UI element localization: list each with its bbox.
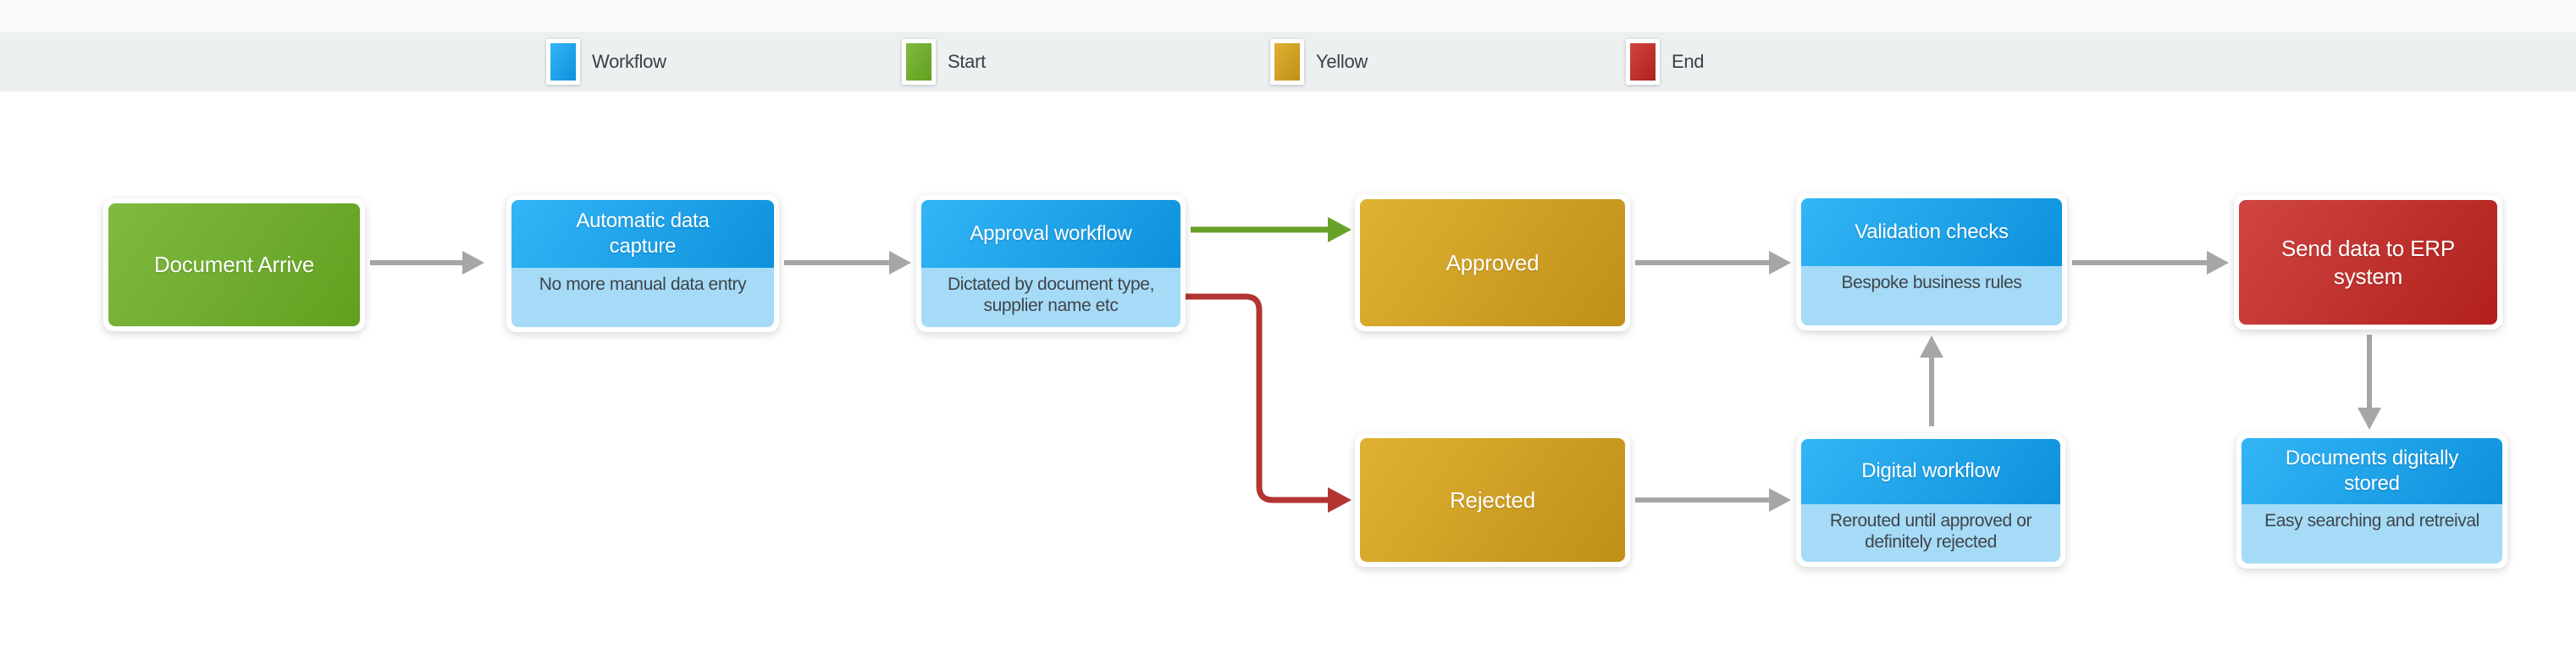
node-title: Documents digitally stored (2285, 447, 2459, 496)
node-documents-digitally-stored: Documents digitally stored Easy searchin… (2236, 433, 2507, 569)
node-body: No more manual data entry (511, 267, 774, 327)
legend-label: Start (948, 51, 986, 72)
end-color-swatch (1626, 39, 1660, 85)
node-rejected: Rejected (1355, 433, 1630, 567)
node-title: Digital workflow (1861, 459, 2000, 483)
flowchart-canvas: Document Arrive Automatic data capture N… (0, 92, 2576, 650)
legend-item-end: End (1626, 32, 1705, 92)
node-header: Approval workflow (921, 200, 1180, 268)
node-title: Automatic data capture (576, 208, 710, 258)
start-color-swatch (902, 39, 936, 85)
node-document-arrive: Document Arrive (103, 198, 365, 331)
node-subtitle: Rerouted until approved or definitely re… (1829, 510, 2032, 553)
legend-label: Yellow (1316, 51, 1368, 72)
node-title: Validation checks (1855, 219, 2009, 243)
legend-item-yellow: Yellow (1270, 32, 1368, 92)
node-title: Approval workflow (970, 221, 1132, 245)
node-header: Automatic data capture (511, 200, 774, 268)
node-subtitle: No more manual data entry (539, 274, 747, 294)
node-header: Documents digitally stored (2242, 438, 2502, 505)
legend-label: Workflow (592, 51, 666, 72)
top-strip (0, 0, 2576, 32)
node-subtitle: Bespoke business rules (1841, 272, 2022, 292)
node-subtitle: Dictated by document type, supplier name… (947, 274, 1155, 315)
node-automatic-data-capture: Automatic data capture No more manual da… (506, 195, 779, 332)
legend-item-start: Start (902, 32, 986, 92)
node-send-data-to-erp: Send data to ERP system (2234, 195, 2502, 330)
legend-item-workflow: Workflow (546, 32, 666, 92)
node-validation-checks: Validation checks Bespoke business rules (1796, 193, 2067, 331)
legend-label: End (1672, 51, 1705, 72)
node-header: Digital workflow (1801, 439, 2060, 504)
node-title: Approved (1446, 249, 1540, 275)
node-body: Bespoke business rules (1801, 265, 2062, 325)
legend: Workflow Start Yellow End (0, 32, 2576, 92)
node-title: Send data to ERP system (2281, 236, 2455, 289)
node-approval-workflow: Approval workflow Dictated by document t… (916, 195, 1186, 332)
workflow-color-swatch (546, 39, 580, 85)
yellow-color-swatch (1270, 39, 1304, 85)
node-body: Dictated by document type, supplier name… (921, 267, 1180, 327)
node-title: Document Arrive (153, 252, 315, 278)
node-subtitle: Easy searching and retreival (2264, 511, 2479, 531)
node-title: Rejected (1449, 486, 1536, 513)
node-header: Validation checks (1801, 198, 2062, 266)
node-digital-workflow: Digital workflow Rerouted until approved… (1796, 434, 2065, 567)
node-approved: Approved (1355, 194, 1630, 331)
node-body: Easy searching and retreival (2242, 504, 2502, 564)
node-body: Rerouted until approved or definitely re… (1801, 503, 2060, 562)
